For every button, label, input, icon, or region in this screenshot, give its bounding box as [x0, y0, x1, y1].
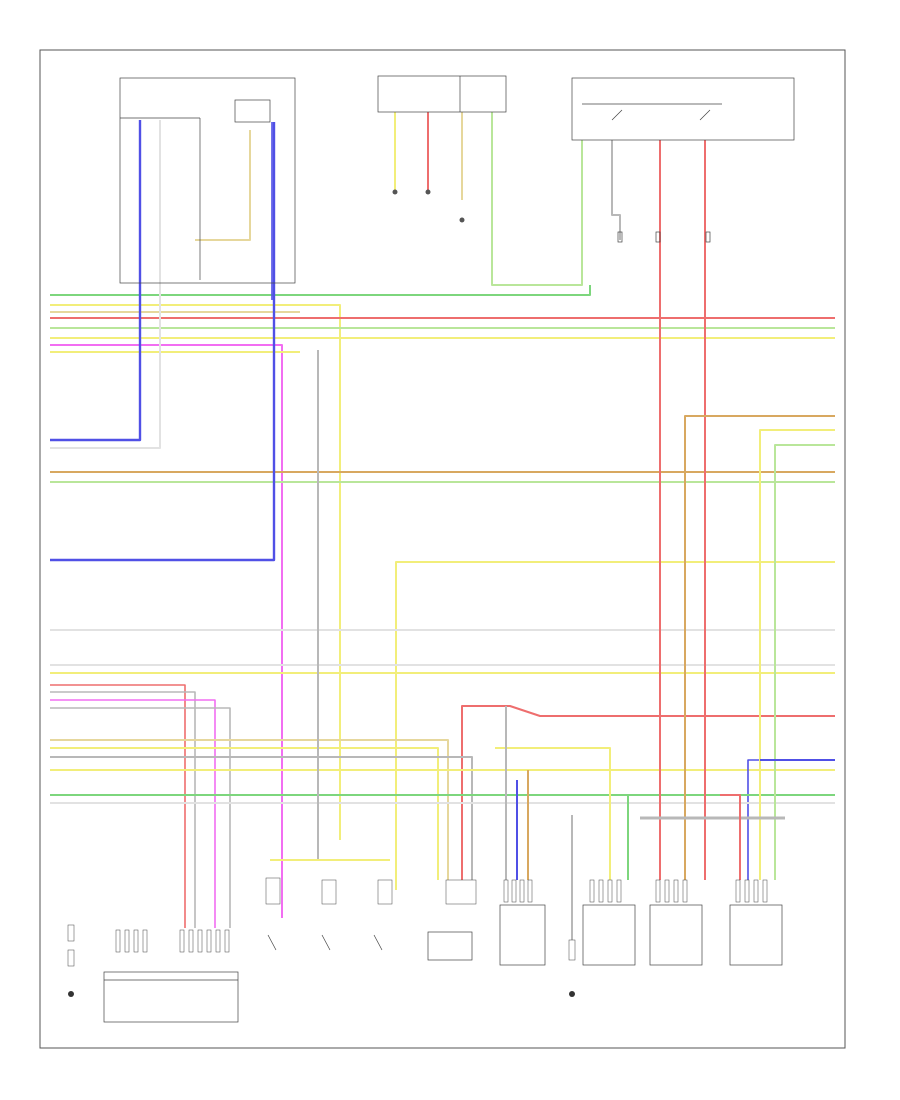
bus-wire-tan-2: [50, 739, 449, 880]
fuse-panel: [377, 75, 507, 223]
connector-pin: [503, 879, 509, 903]
injector-1: [499, 879, 546, 966]
connector-pin: [744, 879, 750, 903]
sensor-2: [321, 879, 337, 951]
ground-icon: [425, 189, 431, 195]
connector-pin: [616, 879, 622, 903]
bus-wire-green-1: [50, 285, 591, 296]
connector-pin: [215, 929, 221, 953]
injector-4: [729, 879, 783, 966]
wire-red-inj: [720, 794, 741, 880]
connector-pin: [124, 929, 130, 953]
fuse-icon: [705, 231, 711, 243]
wire-layer: [50, 112, 835, 940]
bottom-module: [103, 929, 239, 1023]
wire-gray-relay: [611, 140, 621, 240]
sensor-1: [265, 877, 281, 951]
injector-2: [582, 879, 636, 966]
bus-wire-yellow-4: [395, 561, 835, 890]
bus-wire-blue-3: [747, 759, 835, 880]
wire-yellow-inj: [495, 747, 611, 880]
diagram-frame: [39, 49, 846, 1049]
connector-pin: [753, 879, 759, 903]
sensor-3: [373, 879, 393, 951]
connector-pin: [655, 879, 661, 903]
right-ground: [568, 939, 576, 997]
bus-wire-blue-2: [50, 122, 276, 562]
bus-wire-gray-3: [50, 756, 473, 880]
connector-pin: [527, 879, 533, 903]
relay-box: [571, 77, 795, 243]
fuse-icon: [655, 231, 661, 243]
connector-pin: [598, 879, 604, 903]
bus-wire-pink-3: [50, 699, 216, 928]
left-ground: [67, 924, 75, 997]
wire-green-fuse: [491, 112, 583, 286]
connector-pin: [188, 929, 194, 953]
bus-wire-yellow-1: [50, 304, 341, 840]
bus-wire-red-2: [461, 705, 835, 880]
connector-pin: [607, 879, 613, 903]
connector-pin: [762, 879, 768, 903]
connector-pin: [511, 879, 517, 903]
injector-3: [649, 879, 703, 966]
top-left-module: [119, 77, 296, 284]
connector-pin: [664, 879, 670, 903]
fuse-icon: [617, 231, 623, 243]
bus-wire-gray-2: [50, 707, 231, 928]
wire-tan-ignition: [195, 130, 251, 241]
connector-pin: [206, 929, 212, 953]
diode-icon: [459, 217, 465, 223]
connector-pin: [179, 929, 185, 953]
wire-green-relay: [774, 444, 835, 880]
connector-pin: [197, 929, 203, 953]
bus-wire-blue-1: [50, 120, 142, 442]
connector-pin: [673, 879, 679, 903]
sensor-4: [427, 879, 477, 961]
bus-wire-yellow-6: [50, 747, 439, 880]
wire-yellow-relay: [759, 429, 835, 880]
ignition-switch: [234, 99, 271, 123]
connector-pin: [589, 879, 595, 903]
bus-wire-gray-1: [50, 691, 196, 928]
connector-pin: [735, 879, 741, 903]
connector-pin: [133, 929, 139, 953]
connector-pin: [682, 879, 688, 903]
bus-wire-pink-1: [50, 344, 283, 918]
bus-wire-white-1: [50, 120, 161, 449]
ground-icon: [392, 189, 398, 195]
connector-pin: [142, 929, 148, 953]
connector-pin: [224, 929, 230, 953]
bus-wire-pink-2: [50, 684, 186, 928]
connector-pin: [115, 929, 121, 953]
connector-pin: [519, 879, 525, 903]
wire-orange-relay: [684, 415, 835, 880]
